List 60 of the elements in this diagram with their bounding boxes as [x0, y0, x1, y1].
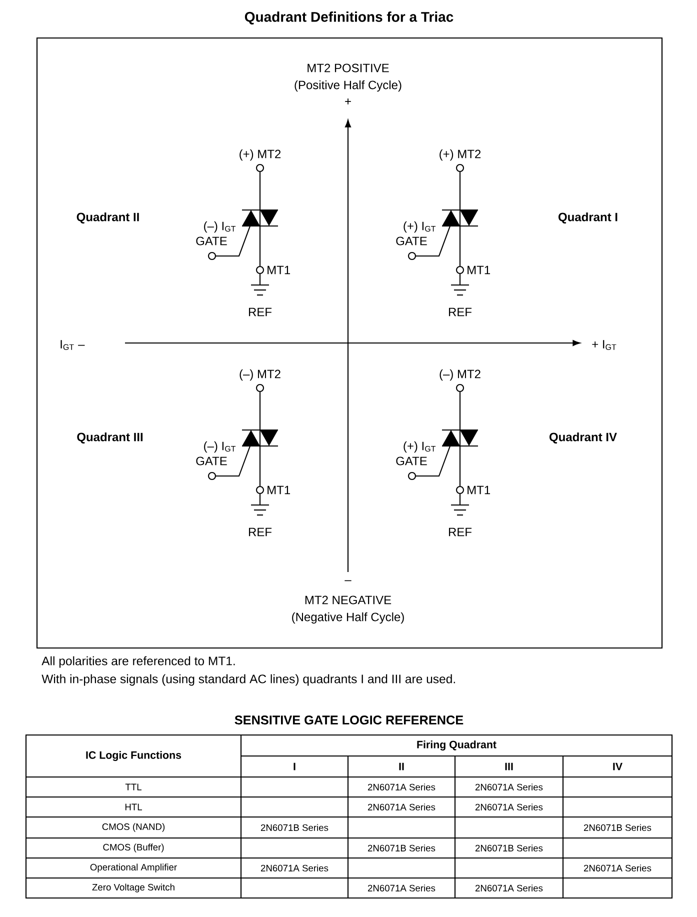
terminal-label: GATE — [396, 456, 427, 466]
table-cell: Zero Voltage Switch — [92, 884, 174, 892]
quadrant-label: Quadrant II — [76, 212, 139, 224]
terminal-label: MT1 — [468, 486, 490, 494]
quadrant-label: Quadrant IV — [550, 432, 617, 444]
axis-label: (Negative Half Cycle) — [292, 612, 404, 624]
table-cell: 2N6071A Series — [475, 804, 543, 810]
table-cell: 2N6071A Series — [368, 804, 436, 810]
terminal-label: MT1 — [268, 266, 290, 274]
terminal-label: MT1 — [268, 486, 290, 494]
polarity-sign: + — [345, 98, 351, 104]
table-cell: HTL — [125, 804, 142, 810]
title: Quadrant Definitions for a Triac — [244, 12, 454, 24]
terminal-label: (–) MT2 — [240, 369, 280, 381]
terminal-label: REF — [448, 308, 472, 316]
header-cell: I — [294, 762, 296, 770]
terminal-label: GATE — [196, 236, 227, 246]
terminal-label: REF — [448, 528, 472, 536]
axis-label: MT2 POSITIVE — [308, 64, 389, 72]
terminal-label: (–) I$_{GT}$ — [204, 221, 236, 233]
terminal-label: (+) MT2 — [440, 149, 481, 161]
terminal-label: (+) I$_{GT}$ — [404, 221, 436, 233]
terminal-label: (–) MT2 — [440, 369, 480, 381]
axis-label: + I$_{GT}$ — [592, 340, 616, 350]
header-cell: IC Logic Functions — [86, 751, 182, 761]
table-cell: 2N6071B Series — [368, 844, 436, 852]
terminal-label: (+) MT2 — [240, 149, 281, 161]
table-cell: Operational Amplifier — [90, 864, 177, 872]
table-cell: 2N6071A Series — [584, 864, 652, 872]
table-cell: 2N6071A Series — [475, 784, 543, 790]
table-cell: TTL — [125, 784, 142, 790]
table-title: SENSITIVE GATE LOGIC REFERENCE — [234, 716, 464, 724]
axis-label: (Positive Half Cycle) — [294, 80, 402, 92]
note-text: All polarities are referenced to MT1. — [42, 656, 235, 668]
terminal-label: (+) I$_{GT}$ — [404, 441, 436, 453]
axis-label: MT2 NEGATIVE — [305, 596, 392, 604]
table-cell: 2N6071B Series — [475, 844, 543, 852]
header-cell: III — [505, 762, 513, 770]
note-text: With in-phase signals (using standard AC lines) quadrants I and III are used. — [42, 674, 455, 686]
quadrant-label: Quadrant I — [558, 212, 618, 224]
table-cell: 2N6071B Series — [260, 824, 328, 831]
header-cell: II — [399, 762, 404, 770]
table-cell: 2N6071A Series — [475, 884, 543, 892]
table-cell: 2N6071A Series — [368, 784, 436, 790]
terminal-label: REF — [248, 308, 272, 316]
terminal-label: GATE — [196, 456, 227, 466]
header-cell: Firing Quadrant — [417, 740, 496, 750]
quadrant-label: Quadrant III — [77, 432, 143, 444]
table-cell: 2N6071A Series — [368, 884, 436, 892]
table-cell: 2N6071B Series — [584, 824, 652, 831]
table-cell: CMOS (Buffer) — [103, 844, 164, 852]
table-cell: CMOS (NAND) — [102, 823, 165, 832]
table-cell: 2N6071A Series — [260, 864, 328, 872]
header-cell: IV — [613, 762, 622, 770]
terminal-label: REF — [248, 528, 272, 536]
axis-label: I$_{GT}$ – — [60, 340, 85, 350]
terminal-label: GATE — [396, 236, 427, 246]
polarity-sign: – — [344, 580, 352, 582]
terminal-label: (–) I$_{GT}$ — [204, 441, 236, 453]
terminal-label: MT1 — [468, 266, 490, 274]
